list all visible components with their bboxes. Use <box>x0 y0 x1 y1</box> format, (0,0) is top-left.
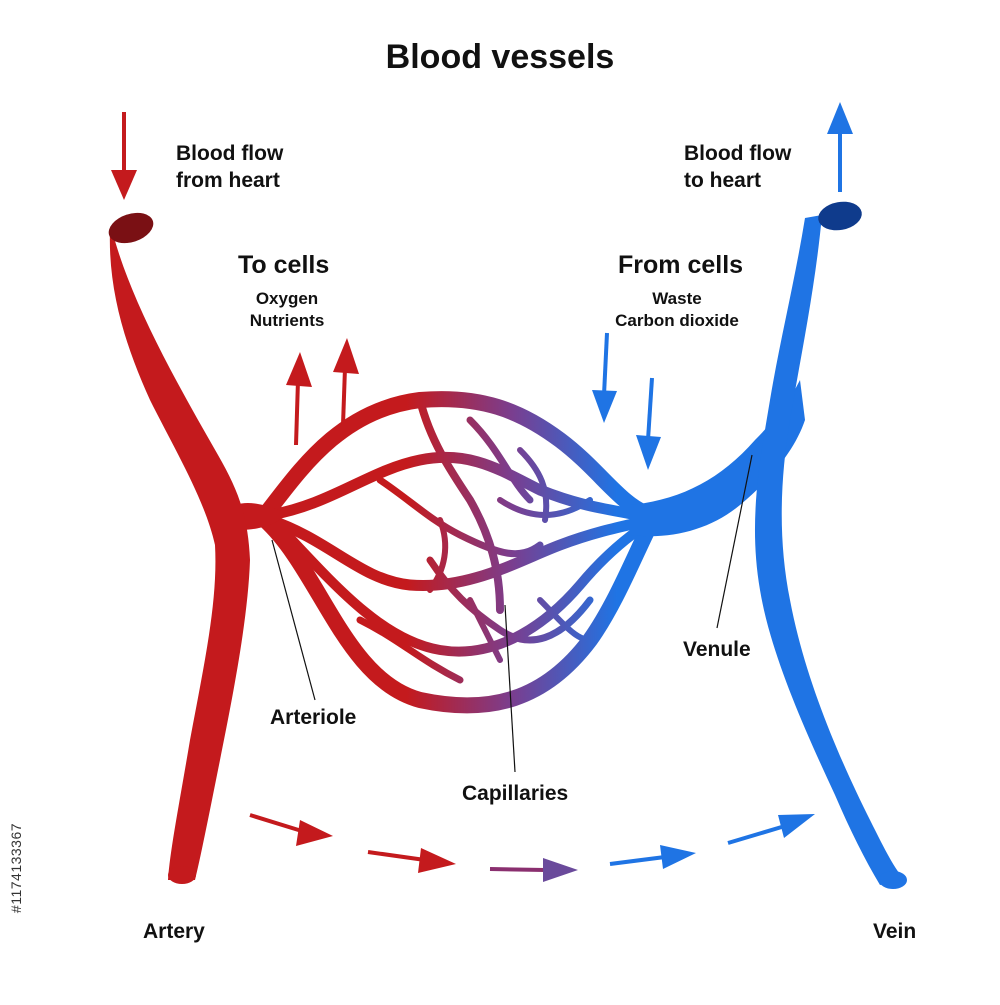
capillary-network <box>257 391 658 714</box>
arteriole-label: Arteriole <box>270 706 357 729</box>
venule-vessel <box>630 380 805 537</box>
flow-from-heart-line-2: from heart <box>176 169 280 192</box>
arrow-from-heart <box>111 112 137 200</box>
from-cells-arrows <box>592 332 661 470</box>
flow-to-heart-line-2: to heart <box>684 169 762 192</box>
venule-label: Venule <box>683 638 751 661</box>
artery-end-cap <box>168 866 196 884</box>
vein-vessel <box>754 215 905 885</box>
leader-lines <box>271 454 753 773</box>
from-cells-list: Waste Carbon dioxide <box>596 288 758 332</box>
to-cells-list: Oxygen Nutrients <box>232 288 342 332</box>
artery-opening <box>108 212 154 244</box>
bottom-flow-arrows <box>249 813 815 882</box>
from-cells-item-carbon-dioxide: Carbon dioxide <box>615 311 739 330</box>
flow-from-heart-label: Blood flow from heart <box>176 140 283 194</box>
flow-to-heart-line-1: Blood flow <box>684 142 792 165</box>
arteriole-vessel <box>235 502 285 530</box>
stock-id-watermark: #1174133367 <box>6 765 26 975</box>
vein-label: Vein <box>873 920 917 943</box>
to-cells-item-oxygen: Oxygen <box>255 289 319 308</box>
to-cells-heading: To cells <box>238 251 330 279</box>
vein-opening <box>818 201 862 231</box>
from-cells-item-waste: Waste <box>652 289 702 308</box>
diagram-title: Blood vessels <box>385 38 615 76</box>
flow-from-heart-line-1: Blood flow <box>176 142 284 165</box>
stock-id-text: #1174133367 <box>8 822 24 914</box>
from-cells-heading: From cells <box>618 251 744 279</box>
vein-end-cap <box>879 871 907 889</box>
arrow-to-heart <box>827 102 853 192</box>
artery-vessel <box>109 230 250 880</box>
artery-label: Artery <box>143 920 205 943</box>
capillaries-label: Capillaries <box>462 782 569 805</box>
to-cells-item-nutrients: Nutrients <box>249 311 325 330</box>
flow-to-heart-label: Blood flow to heart <box>684 140 791 194</box>
to-cells-arrows <box>286 338 359 446</box>
